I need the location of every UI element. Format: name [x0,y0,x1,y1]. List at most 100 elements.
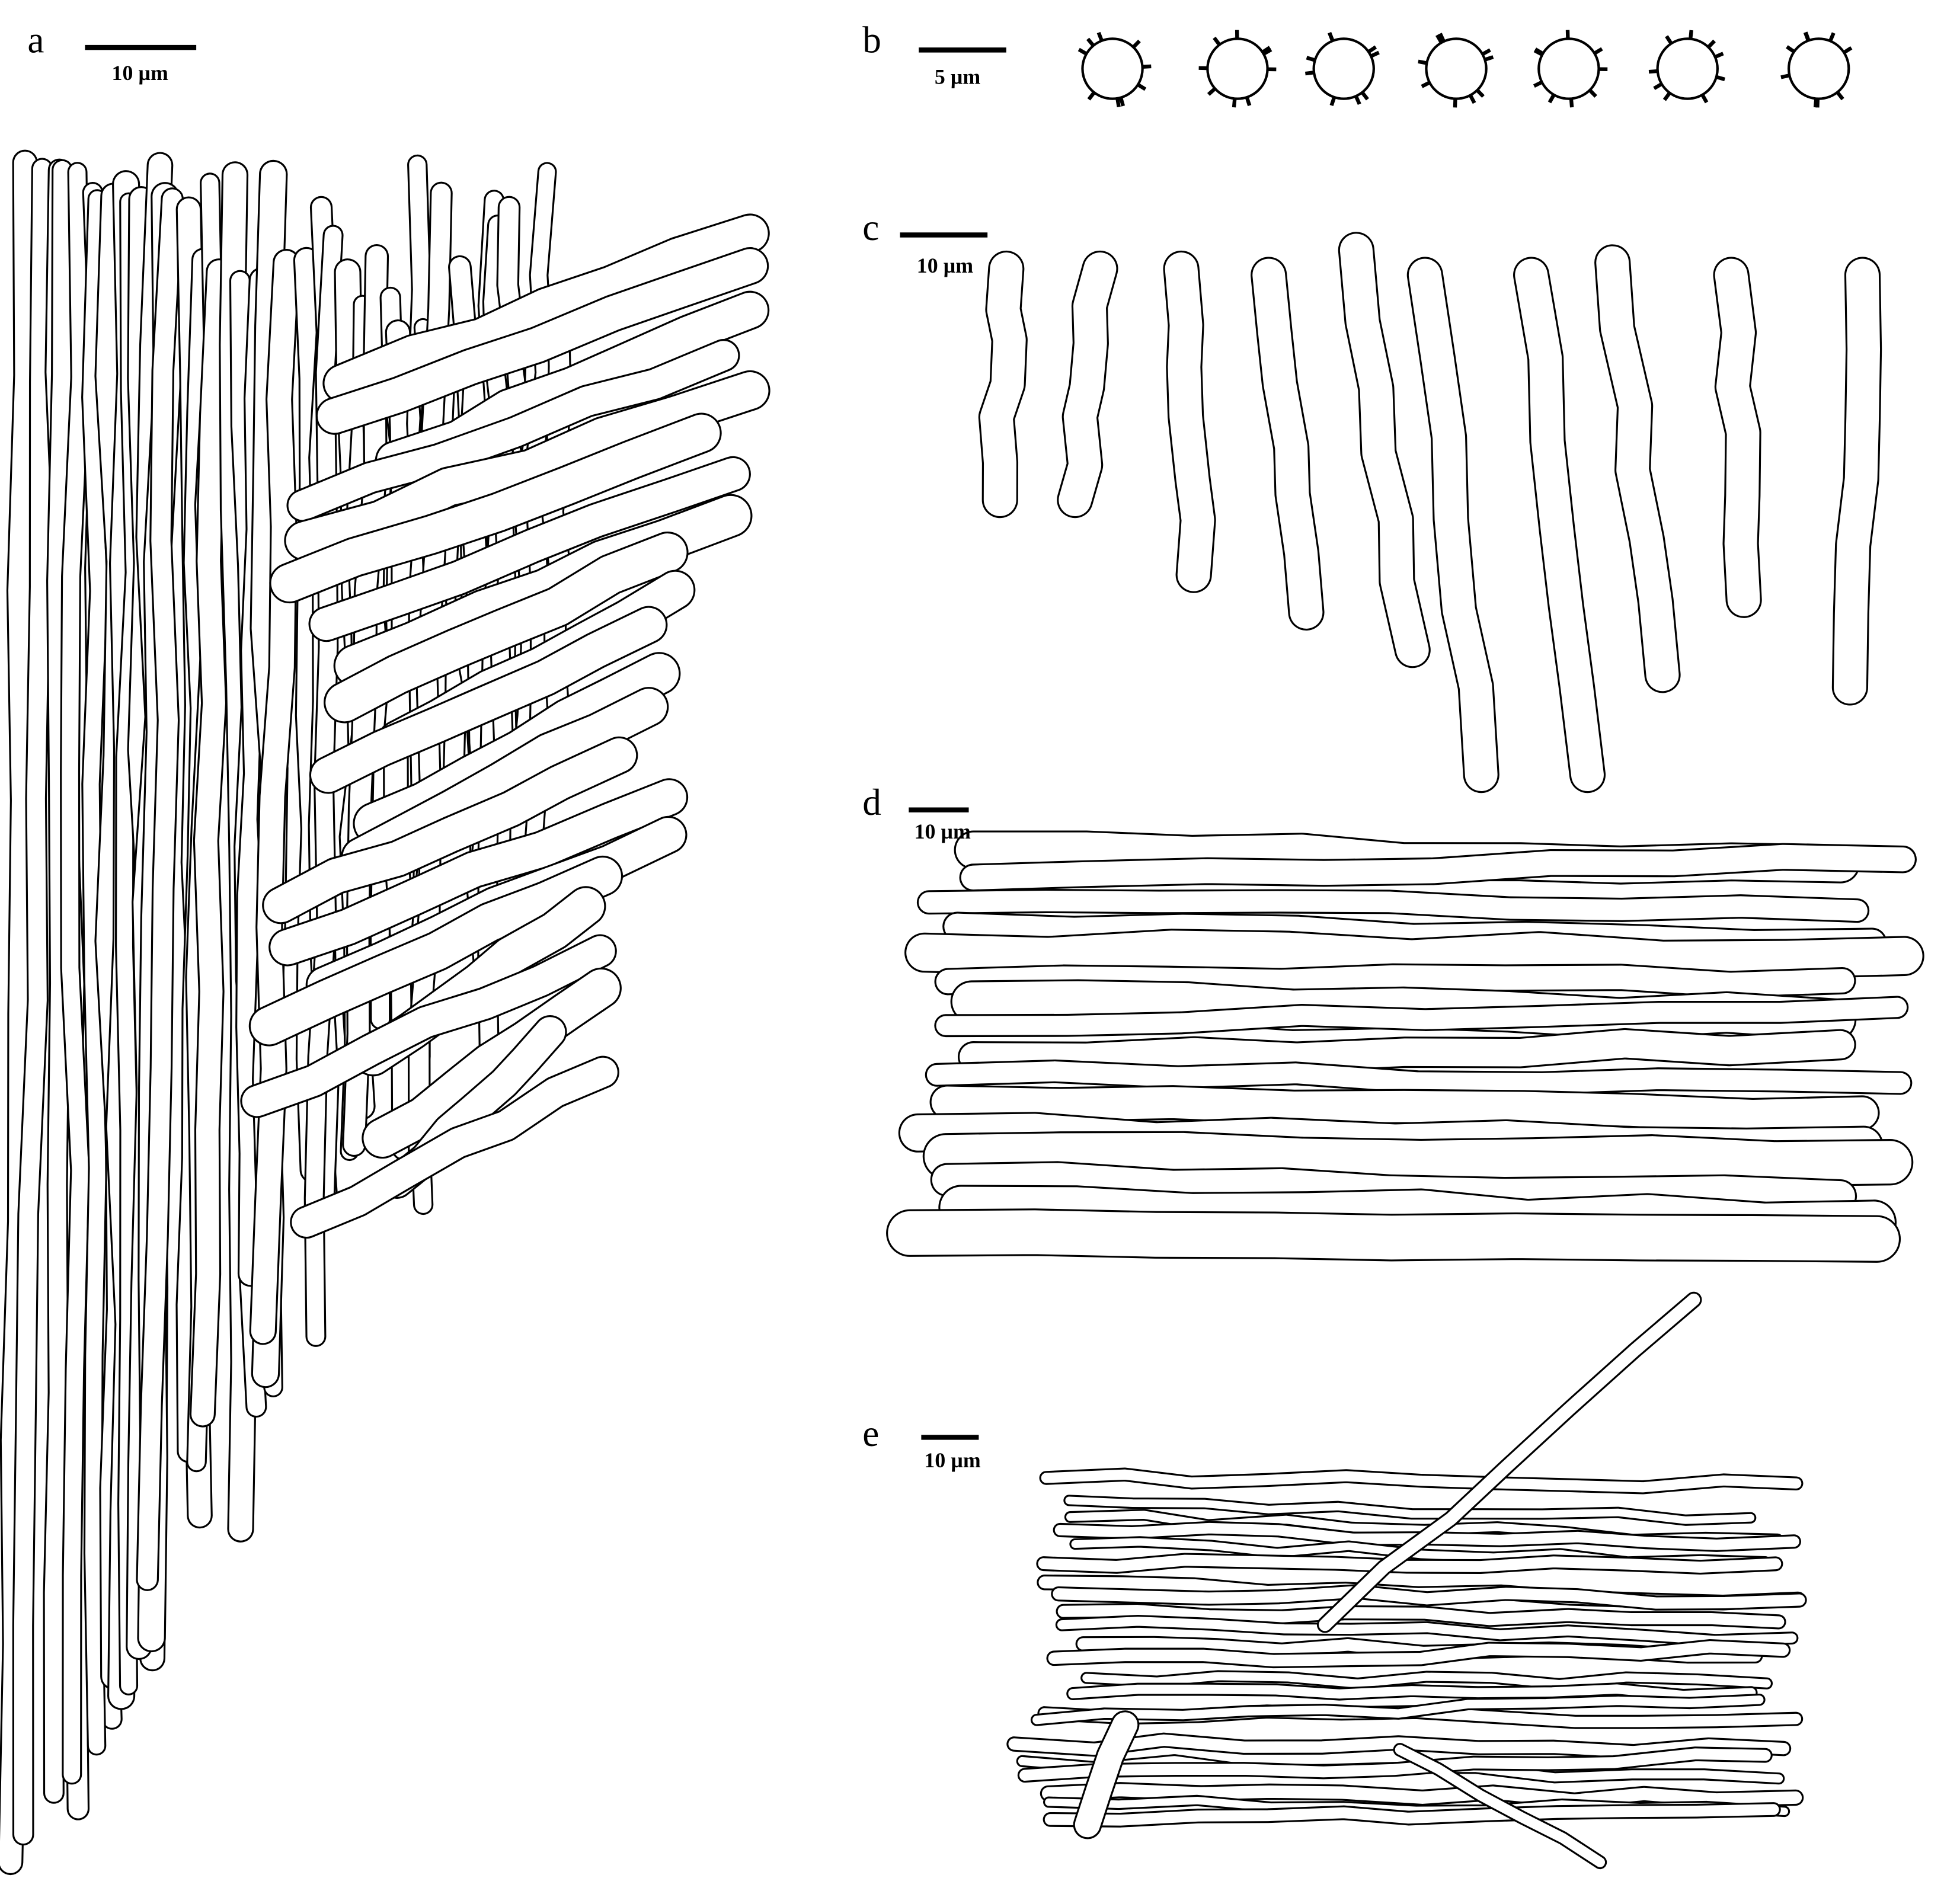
hypha-e [1066,1682,1758,1702]
spore-ornament [1304,71,1315,76]
scale-label-e: 10 µm [924,1448,980,1472]
spore-ornament [1547,94,1556,104]
hypha-d [922,1131,1914,1187]
hypha-e [1316,1291,1702,1633]
spore-ornament [1131,39,1141,49]
spore-ornament [1435,34,1443,44]
basidium-c [1251,257,1325,631]
basidium-c [1513,257,1606,793]
spore-ornament [1843,46,1853,55]
hypha-e [1063,1495,1757,1526]
terminal-element-a [240,934,617,1118]
spore-ornament [1360,91,1369,101]
spore-ornament [1328,32,1335,42]
hypha-e [1056,1602,1786,1630]
hypha-d [925,1059,1913,1095]
hypha-a [249,248,300,1345]
spore-ornament [1804,31,1811,41]
terminal-element-a [286,339,740,522]
hypha-e [1039,1467,1804,1495]
spore-ornament [1213,36,1222,46]
spore-ornament [1648,69,1658,74]
basidium-c [1338,232,1431,668]
spore-ornament [1593,47,1603,55]
scale-label-c: 10 µm [917,254,973,277]
scale-label-a: 10 µm [112,61,168,85]
panel-b-annotation: b 5 µm [862,20,1006,88]
terminal-element-a [284,370,770,561]
spore-ornament [1367,45,1377,54]
spore-ornament [1207,87,1217,96]
spore-ornament [1468,94,1476,104]
spore-ornament [1588,88,1597,98]
terminal-element-a [308,456,751,642]
spore-ornament [1232,98,1237,108]
basidium-c [978,250,1028,519]
scale-label-d: 10 µm [915,820,971,843]
spore-ornament [1716,75,1725,81]
spore-ornament [1533,49,1543,56]
panel-c-annotation: c 10 µm [862,207,988,277]
hypha-e [1055,1615,1799,1647]
spore-ornament [1828,32,1836,42]
hypha-e [1080,1670,1773,1691]
basidium-c [1594,244,1681,693]
spore-ornament [1137,83,1147,91]
terminal-element-a [269,412,722,604]
hypha-a [136,187,184,1591]
hypha-d [934,963,1856,999]
spore-ornament [1707,39,1716,49]
terminal-element-a [248,855,624,1047]
hypha-e [1043,1802,1781,1828]
terminal-element-a [322,213,770,404]
spore-ornament [1370,50,1380,58]
hypha-e [1073,1710,1140,1839]
spore-ornament [1665,35,1673,45]
spore-ornament [1354,95,1361,105]
panel-e-annotation: e 10 µm [862,1413,981,1472]
spore [1081,37,1144,100]
terminal-element-a [290,1055,619,1239]
spore-ornament [1476,89,1485,98]
spore-ornament [1569,98,1574,108]
hypha-e [1017,1746,1773,1783]
spore-ornament [1438,33,1446,43]
panel-d-annotation: d 10 µm [862,782,971,843]
hypha-e [1036,1553,1783,1575]
spore-ornament [1815,98,1820,108]
spore-ornament [1836,91,1844,101]
hypha-a [43,159,73,1804]
spore-ornament [1087,91,1096,101]
spore-ornament [1118,97,1126,107]
basidium-c [1406,257,1499,793]
basidium-c [1713,257,1762,618]
spore-ornament [1115,98,1121,108]
hypha-d [957,1028,1856,1073]
spore [1312,37,1375,100]
hypha-a [81,189,108,1756]
panel-label-e: e [862,1413,879,1454]
panel-label-d: d [862,782,881,823]
hypha-e [1051,1584,1807,1611]
panel-label-b: b [862,20,881,61]
hypha-d [886,1208,1901,1263]
hypha-a [189,258,232,1428]
terminal-element-a [315,247,769,435]
spore-ornament [1653,82,1663,90]
terminal-element-a [341,687,669,877]
spore-ornament [1329,97,1336,107]
spore [1656,37,1719,100]
spore-ornament [1142,64,1152,69]
hypha-e [1006,1732,1792,1759]
panel-a-annotation: a 10 µm [27,20,197,85]
hypha-d [934,996,1909,1038]
spore-ornament [1077,47,1088,56]
hypha-e [1040,1782,1804,1809]
hypha-d [904,929,1924,980]
spore-ornament [1261,46,1271,54]
drawings [0,30,1924,1876]
spore-ornament [1245,97,1252,107]
spore-ornament [1780,73,1790,79]
panel-label-a: a [27,20,44,61]
hypha-d [929,1084,1880,1133]
